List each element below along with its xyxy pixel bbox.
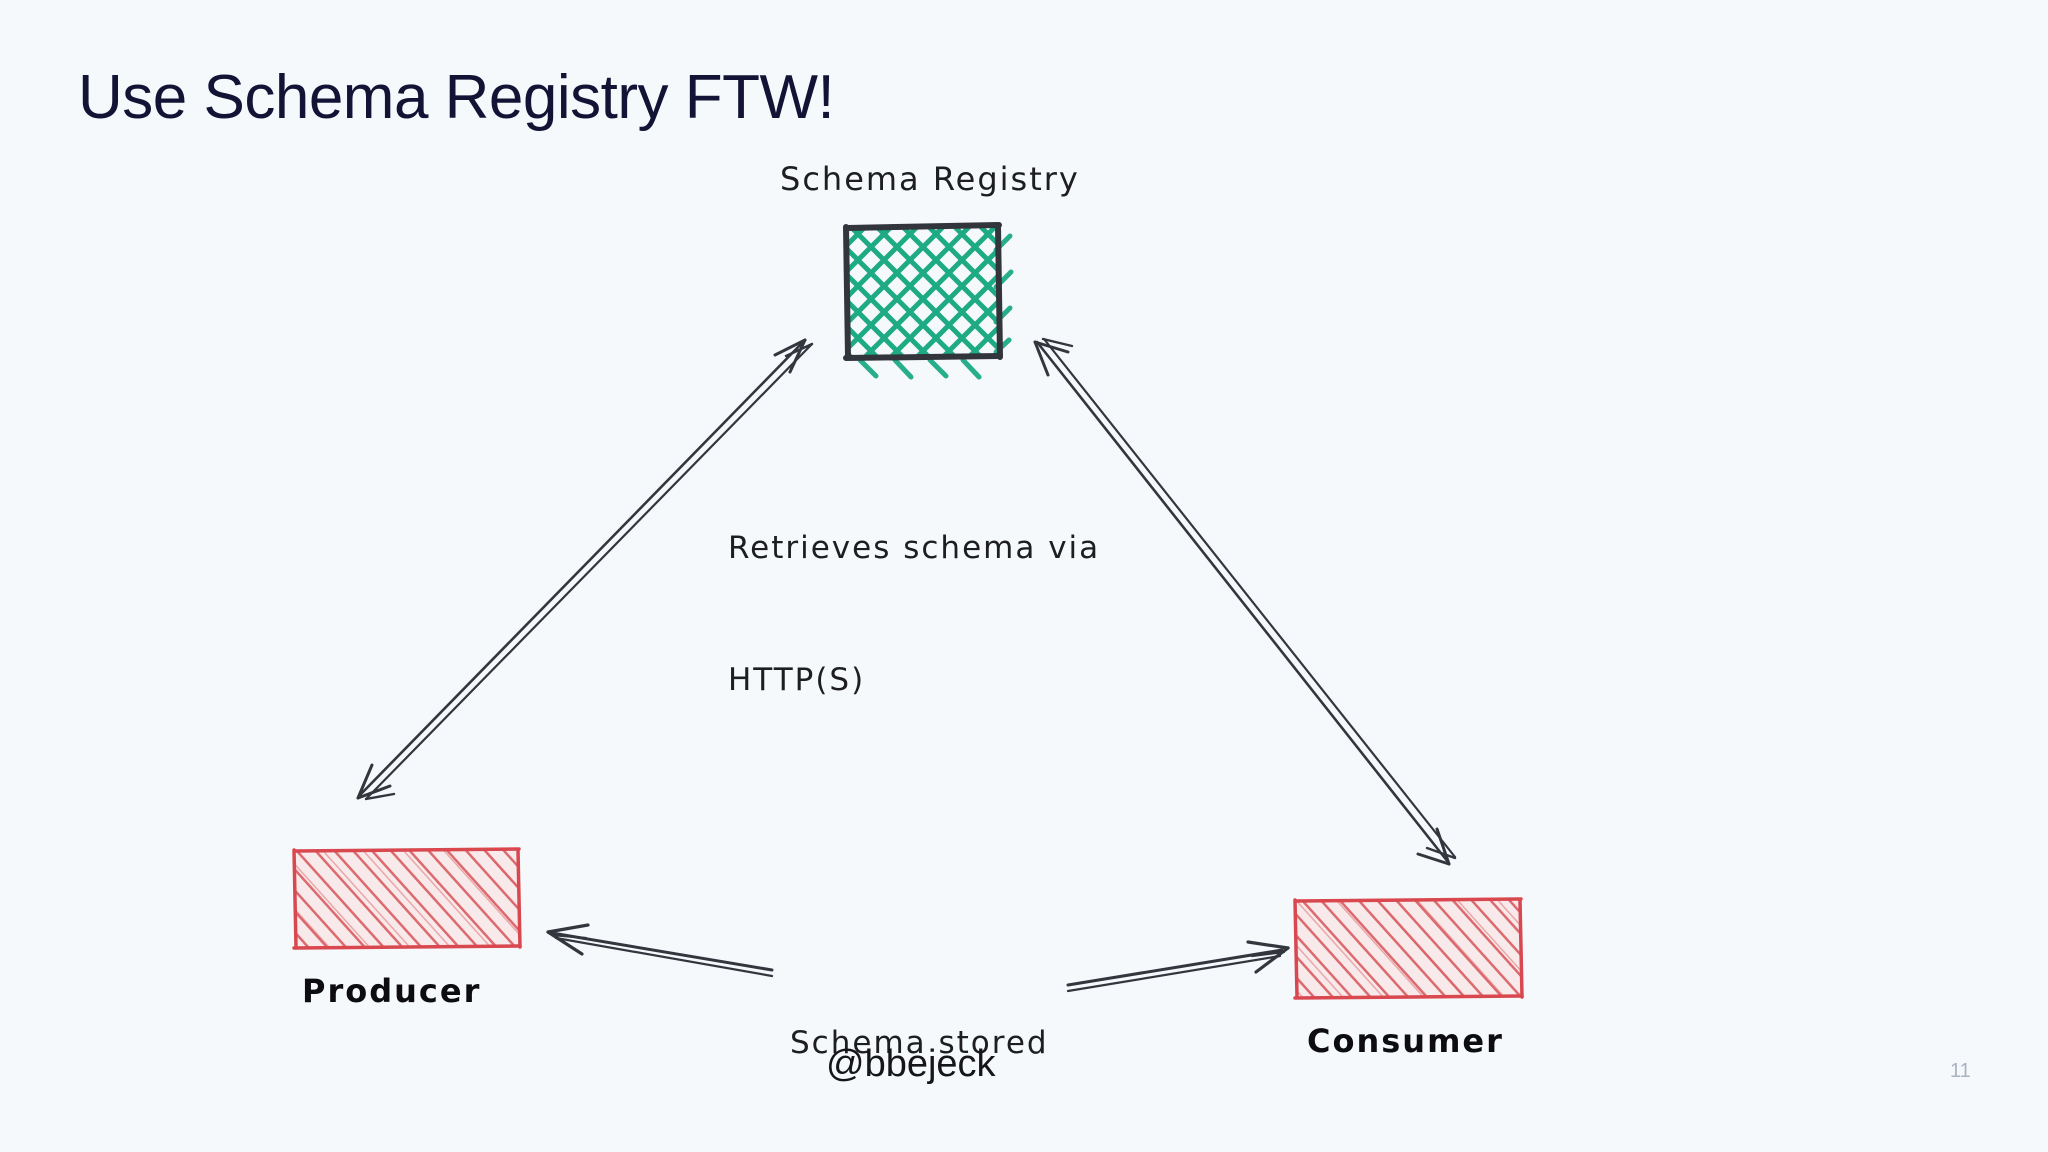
retrieves-schema-note-line2: HTTP(S): [728, 662, 866, 698]
consumer-node: [1293, 897, 1524, 1000]
schema-registry-node: [843, 222, 1014, 380]
cache-note: Schema stored locally in cache: [790, 928, 1061, 1152]
edge-producer-registry: [356, 338, 814, 801]
author-watermark: @bbejeck: [826, 1043, 996, 1085]
edge-cache-producer: [546, 923, 774, 978]
producer-node: [292, 847, 522, 950]
page-title: Use Schema Registry FTW!: [78, 63, 835, 132]
edge-cache-consumer: [1066, 940, 1290, 993]
schema-registry-label: Schema Registry: [780, 160, 1080, 198]
producer-label: Producer: [302, 972, 482, 1010]
retrieves-schema-note-line1: Retrieves schema via: [728, 530, 1101, 566]
consumer-label: Consumer: [1307, 1022, 1504, 1060]
cache-note-line1: Schema stored: [790, 1025, 1049, 1061]
edge-consumer-registry: [1033, 337, 1457, 866]
page-number: 11: [1950, 1060, 1971, 1082]
retrieves-schema-note: Retrieves schema via HTTP(S): [728, 438, 1100, 790]
